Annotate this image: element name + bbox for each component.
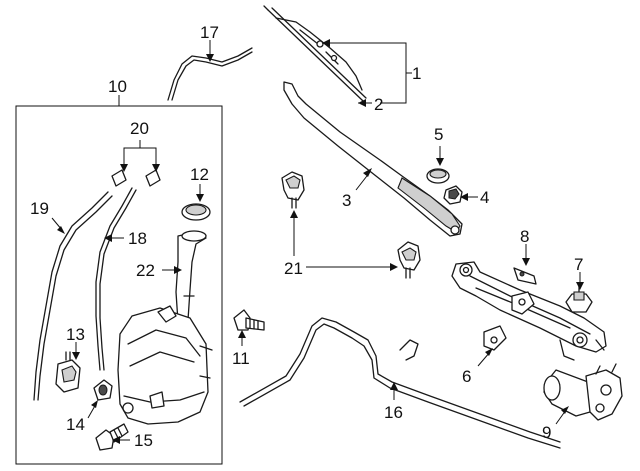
wiper-motor <box>543 363 623 421</box>
callout-7: 7 <box>574 255 583 274</box>
bolt-15 <box>95 423 129 451</box>
callout-8: 8 <box>520 227 529 246</box>
washer-pump <box>55 351 81 393</box>
callout-12: 12 <box>190 165 209 184</box>
callout-9: 9 <box>542 423 551 442</box>
callout-16: 16 <box>384 403 403 422</box>
linkage-grommet <box>565 285 593 313</box>
callout-4: 4 <box>480 188 489 207</box>
washer-nozzle-upper <box>281 171 305 209</box>
callout-2: 2 <box>374 95 383 114</box>
filler-neck <box>175 230 207 323</box>
washer-reservoir <box>117 305 213 425</box>
bolt-11 <box>233 309 265 331</box>
wiper-blade <box>263 5 367 104</box>
washer-hose-16 <box>239 317 561 443</box>
washer-hose-19 <box>33 191 109 401</box>
callout-3: 3 <box>342 191 351 210</box>
callout-20: 20 <box>130 119 149 138</box>
washer-hose-18 <box>95 187 133 371</box>
wiper-arm <box>283 81 463 237</box>
callout-13: 13 <box>66 325 85 344</box>
callout-18: 18 <box>128 229 147 248</box>
callout-11: 11 <box>232 349 250 368</box>
callout-21: 21 <box>284 259 303 278</box>
wiper-linkage <box>451 261 607 361</box>
washer-hose-17 <box>167 47 253 101</box>
callout-14: 14 <box>66 415 85 434</box>
reservoir-cap <box>181 203 211 221</box>
callout-1: 1 <box>412 64 421 83</box>
pivot-nut <box>443 185 463 205</box>
pump-grommet <box>93 379 113 401</box>
callout-19: 19 <box>30 199 49 218</box>
hose-connectors <box>111 169 161 187</box>
linkage-clip <box>513 267 537 285</box>
callout-5: 5 <box>434 125 443 144</box>
callout-22: 22 <box>136 261 155 280</box>
callout-17: 17 <box>200 23 219 42</box>
callout-10: 10 <box>108 77 127 96</box>
callout-15: 15 <box>134 431 153 450</box>
washer-nozzle-lower <box>397 241 421 279</box>
callout-6: 6 <box>462 367 471 386</box>
